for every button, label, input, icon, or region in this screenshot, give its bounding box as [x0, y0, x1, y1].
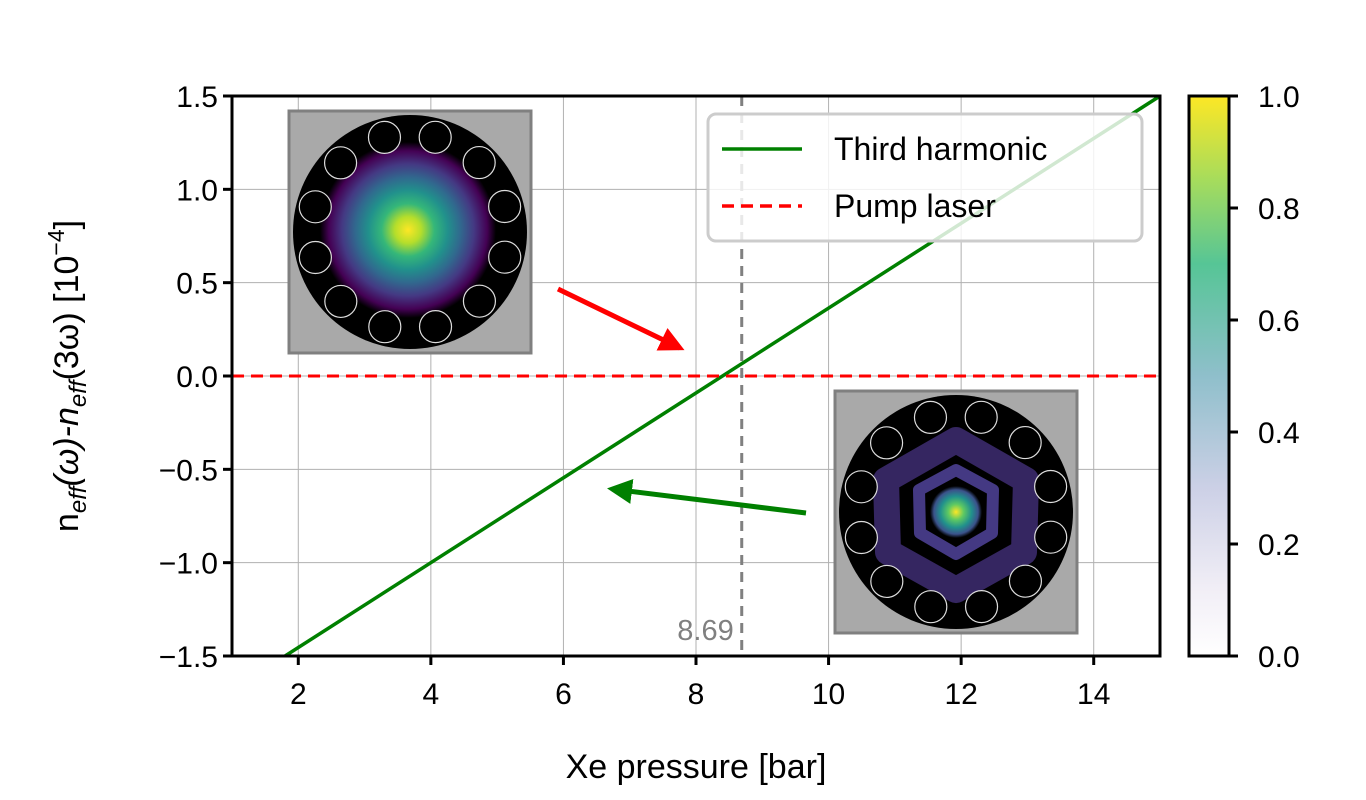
colorbar-tick-label: 0.2 — [1258, 529, 1300, 562]
capillary — [844, 520, 878, 555]
capillary — [462, 284, 497, 318]
y-tick-label: 0.5 — [176, 268, 218, 301]
colorbar: 0.0 0.2 0.4 0.6 0.8 1.0 — [1187, 81, 1300, 674]
capillary — [298, 190, 332, 224]
x-tick-label: 14 — [1077, 678, 1110, 711]
vline-label: 8.69 — [677, 615, 733, 647]
x-tick-label: 12 — [944, 678, 977, 711]
capillary — [298, 240, 332, 275]
x-tick-label: 8 — [688, 678, 705, 711]
capillary — [1008, 564, 1043, 598]
x-axis-label: Xe pressure [bar] — [566, 748, 827, 786]
colorbar-tick-label: 0.8 — [1258, 193, 1300, 226]
capillary — [368, 310, 402, 344]
legend-label-pump-laser: Pump laser — [834, 188, 996, 224]
red-arrow — [556, 286, 685, 351]
capillary — [913, 400, 948, 434]
capillary — [964, 400, 998, 434]
legend: Third harmonic Pump laser — [706, 112, 1144, 243]
y-tick-label: −1.0 — [159, 548, 218, 581]
y-axis: −1.5 −1.0 −0.5 0.0 0.5 1.0 1.5 — [159, 81, 232, 674]
capillary — [367, 120, 402, 154]
capillary — [870, 564, 904, 599]
capillary — [418, 120, 452, 154]
x-axis: 2 4 6 8 10 12 14 — [290, 656, 1110, 711]
capillary-ring — [298, 120, 522, 344]
y-axis-label: neff(ω)-neff(3ω) [10−4] — [43, 220, 92, 532]
colorbar-ticks: 0.0 0.2 0.4 0.6 0.8 1.0 — [1229, 81, 1300, 674]
capillary — [869, 426, 904, 460]
capillary — [488, 240, 522, 274]
y-tick-label: 1.0 — [176, 174, 218, 207]
y-tick-label: 1.5 — [176, 81, 218, 114]
capillary — [324, 284, 358, 319]
y-tick-label: −0.5 — [159, 454, 218, 487]
capillary — [844, 470, 878, 504]
y-tick-label: 0.0 — [176, 361, 218, 394]
capillary — [323, 146, 358, 180]
colorbar-tick-label: 0.0 — [1258, 641, 1300, 674]
y-tick-label: −1.5 — [159, 641, 218, 674]
colorbar-tick-label: 0.6 — [1258, 305, 1300, 338]
colorbar-tick-label: 1.0 — [1258, 81, 1300, 114]
capillary — [1008, 425, 1042, 460]
x-tick-label: 6 — [555, 678, 572, 711]
x-tick-label: 10 — [812, 678, 845, 711]
x-tick-label: 2 — [290, 678, 307, 711]
capillary — [1034, 469, 1068, 504]
capillary — [418, 310, 453, 344]
capillary — [914, 590, 948, 624]
legend-label-third-harmonic: Third harmonic — [834, 131, 1047, 167]
capillary — [488, 189, 522, 224]
capillary — [1034, 520, 1068, 554]
green-arrow — [607, 479, 807, 516]
x-tick-label: 4 — [423, 678, 440, 711]
capillary — [964, 590, 999, 624]
inset-higher-order-mode — [833, 389, 1079, 635]
colorbar-tick-label: 0.4 — [1258, 417, 1300, 450]
colorbar-gradient — [1187, 94, 1231, 658]
inset-fundamental-mode — [287, 109, 533, 355]
capillary-ring — [844, 400, 1068, 624]
capillary — [462, 145, 496, 180]
